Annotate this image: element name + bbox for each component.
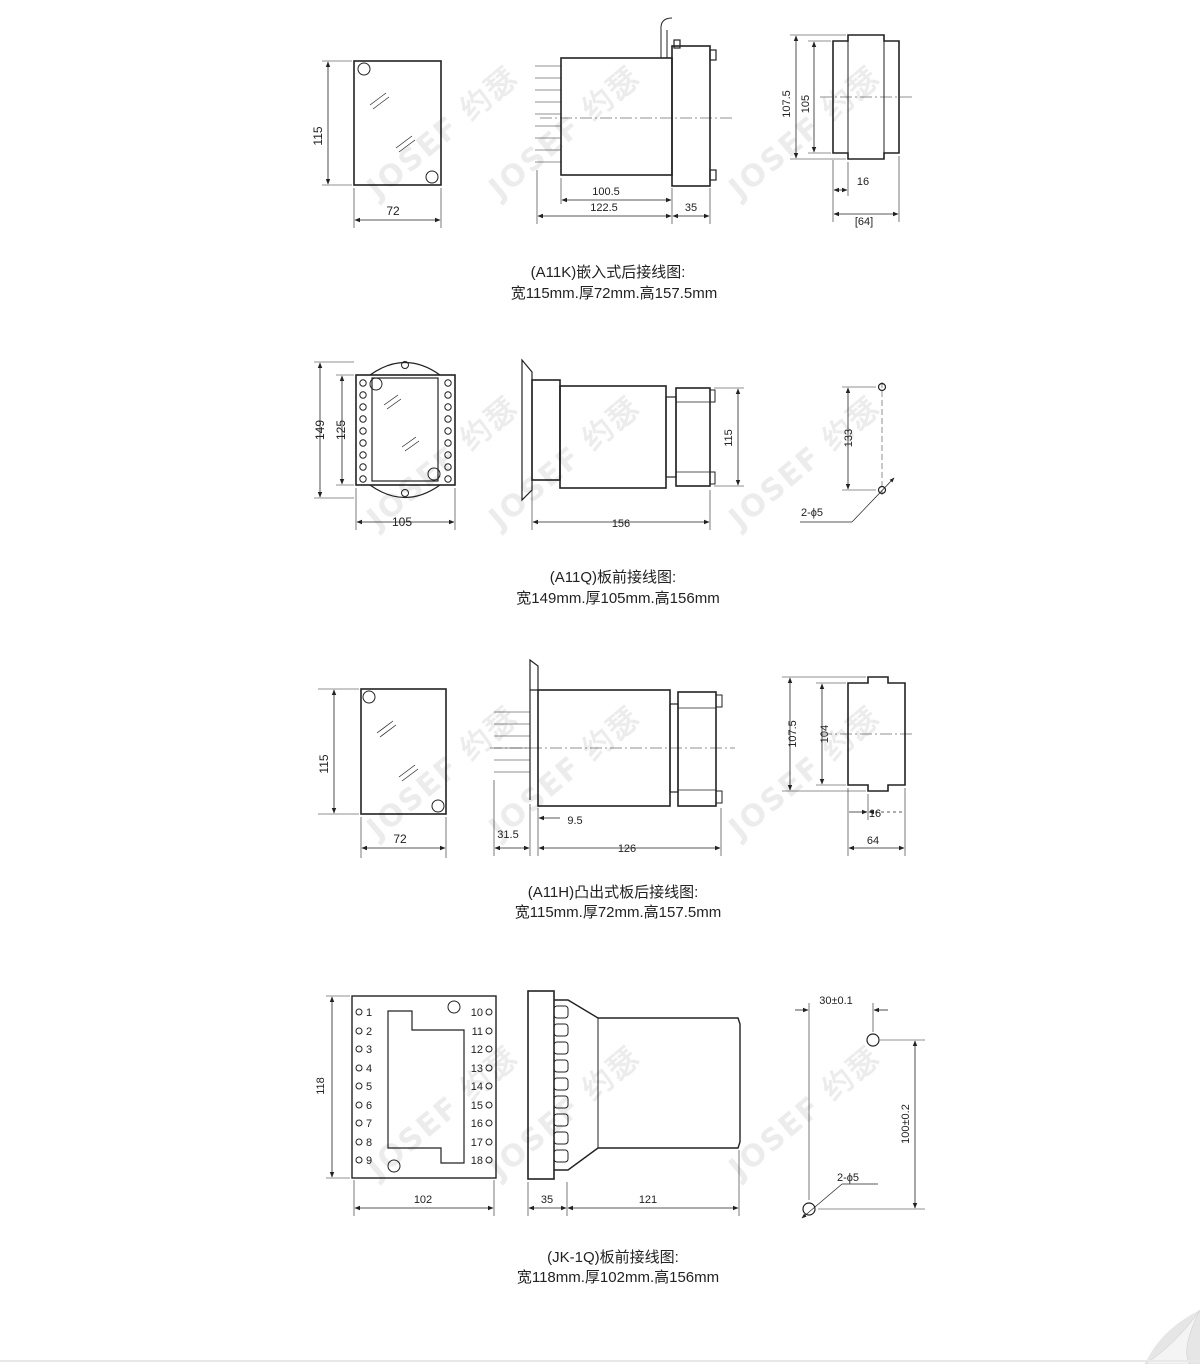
a11k-rear-inner: 105 xyxy=(800,95,812,113)
a11h-caption: (A11H)凸出式板后接线图: 宽115mm.厚72mm.高157.5mm xyxy=(515,883,721,921)
a11h-side-gap: 9.5 xyxy=(567,815,582,827)
jk1q-pin-right-16: 16 xyxy=(471,1118,483,1130)
a11q-cutout-view xyxy=(800,382,895,523)
a11h-side-front: 31.5 xyxy=(497,829,518,841)
jk1q-pin-left-2: 2 xyxy=(366,1026,372,1038)
jk1q-pin-right-11: 11 xyxy=(472,1026,483,1038)
a11h-front-height: 115 xyxy=(317,754,331,773)
section-a11q xyxy=(314,358,895,530)
jk1q-pin-right-17: 17 xyxy=(471,1137,483,1149)
a11h-rear-view xyxy=(782,676,915,856)
a11k-side-total: 122.5 xyxy=(590,202,618,214)
jk1q-pin-left-9: 9 xyxy=(366,1155,372,1167)
a11k-front-width: 72 xyxy=(386,204,400,218)
a11q-side-total: 156 xyxy=(612,518,630,530)
jk1q-pin-labels: 1 2 3 4 5 6 7 8 9 10 11 12 13 14 15 16 1… xyxy=(366,1007,483,1167)
jk1q-pin-left-7: 7 xyxy=(366,1118,372,1130)
a11k-rear-view xyxy=(790,34,912,222)
a11k-side-body: 100.5 xyxy=(592,186,620,198)
jk1q-cut-holes: 2-ϕ5 xyxy=(837,1172,859,1184)
jk1q-side-front: 35 xyxy=(541,1194,553,1206)
a11q-dimension-labels: 149 125 105 156 115 133 2-ϕ5 xyxy=(313,420,855,530)
jk1q-pin-left-3: 3 xyxy=(366,1044,372,1056)
jk1q-pin-left-6: 6 xyxy=(366,1100,372,1112)
jk1q-caption-title: (JK-1Q)板前接线图: xyxy=(547,1248,679,1266)
jk1q-side-terminals xyxy=(553,1005,569,1163)
a11k-front-height: 115 xyxy=(311,126,325,145)
watermark-12: JOSEF 约瑟 xyxy=(721,1040,887,1187)
section-a11k xyxy=(322,17,912,228)
jk1q-side-body: 121 xyxy=(639,1194,657,1206)
jk1q-pin-right-18: 18 xyxy=(471,1155,483,1167)
jk1q-left-pin-holes xyxy=(355,1008,363,1164)
jk1q-pin-left-4: 4 xyxy=(366,1063,372,1075)
a11q-side-view xyxy=(521,358,744,530)
watermark-9: JOSEF 约瑟 xyxy=(721,700,887,847)
jk1q-cut-top: 30±0.1 xyxy=(819,995,853,1007)
a11q-left-terminals xyxy=(359,379,367,483)
a11q-front-inner: 125 xyxy=(334,420,348,440)
a11q-front-view xyxy=(314,361,456,530)
jk1q-pin-left-8: 8 xyxy=(366,1137,372,1149)
a11q-caption-title: (A11Q)板前接线图: xyxy=(550,568,676,586)
a11q-caption: (A11Q)板前接线图: 宽149mm.厚105mm.高156mm xyxy=(516,568,719,607)
a11k-caption-title: (A11K)嵌入式后接线图: xyxy=(531,264,686,281)
a11q-caption-size: 宽149mm.厚105mm.高156mm xyxy=(516,590,719,607)
jk1q-pin-right-10: 10 xyxy=(471,1007,483,1019)
jk1q-caption-size: 宽118mm.厚102mm.高156mm xyxy=(517,1269,719,1286)
jk1q-pin-right-15: 15 xyxy=(471,1100,483,1112)
a11h-caption-size: 宽115mm.厚72mm.高157.5mm xyxy=(515,904,721,921)
a11k-rear-w2: [64] xyxy=(855,216,873,228)
a11h-rear-w1: 16 xyxy=(869,808,881,820)
section-a11h xyxy=(318,658,915,858)
a11q-side-height: 115 xyxy=(723,429,735,447)
a11q-front-width: 105 xyxy=(392,515,412,529)
a11k-front-view xyxy=(322,60,442,228)
jk1q-pin-left-1: 1 xyxy=(366,1007,372,1019)
section-jk1q xyxy=(326,990,925,1219)
a11h-rear-w2: 64 xyxy=(867,835,879,847)
a11h-side-view xyxy=(490,658,735,856)
jk1q-front-height: 118 xyxy=(315,1077,327,1095)
a11k-caption: (A11K)嵌入式后接线图: 宽115mm.厚72mm.高157.5mm xyxy=(511,264,717,302)
jk1q-front-view xyxy=(326,995,497,1216)
a11h-front-width: 72 xyxy=(393,832,407,846)
jk1q-caption: (JK-1Q)板前接线图: 宽118mm.厚102mm.高156mm xyxy=(517,1248,719,1286)
jk1q-pin-right-14: 14 xyxy=(471,1081,483,1093)
a11k-caption-size: 宽115mm.厚72mm.高157.5mm xyxy=(511,285,717,302)
a11q-cut-height: 133 xyxy=(843,429,855,447)
jk1q-right-pin-holes xyxy=(485,1008,493,1164)
a11h-side-total: 126 xyxy=(618,843,636,855)
a11q-right-terminals xyxy=(444,379,452,483)
a11q-cut-holes: 2-ϕ5 xyxy=(801,507,823,519)
page-curl xyxy=(0,1309,1200,1364)
a11q-front-outer: 149 xyxy=(313,420,327,440)
a11k-rear-outer: 107.5 xyxy=(781,90,793,118)
jk1q-dimension-labels: 118 102 35 121 30±0.1 100±0.2 2-ϕ5 xyxy=(315,995,912,1206)
a11h-dimension-labels: 115 72 31.5 9.5 126 107.5 104 16 64 xyxy=(317,720,881,855)
a11h-rear-outer: 107.5 xyxy=(787,720,799,748)
jk1q-pin-right-12: 12 xyxy=(471,1044,483,1056)
a11k-dimension-labels: 115 72 100.5 122.5 35 107.5 105 16 [64] xyxy=(311,90,873,228)
a11h-caption-title: (A11H)凸出式板后接线图: xyxy=(528,883,699,901)
jk1q-cut-height: 100±0.2 xyxy=(900,1104,912,1144)
jk1q-pin-left-5: 5 xyxy=(366,1081,372,1093)
jk1q-cutout-view xyxy=(795,1003,925,1219)
a11h-rear-inner: 104 xyxy=(819,725,831,743)
a11k-side-view xyxy=(535,17,735,224)
jk1q-front-width: 102 xyxy=(414,1194,432,1206)
a11k-side-rear: 35 xyxy=(685,202,697,214)
a11k-rear-w1: 16 xyxy=(857,176,869,188)
jk1q-side-view xyxy=(527,990,741,1216)
jk1q-pin-right-13: 13 xyxy=(471,1063,483,1075)
a11h-front-view xyxy=(318,688,447,858)
